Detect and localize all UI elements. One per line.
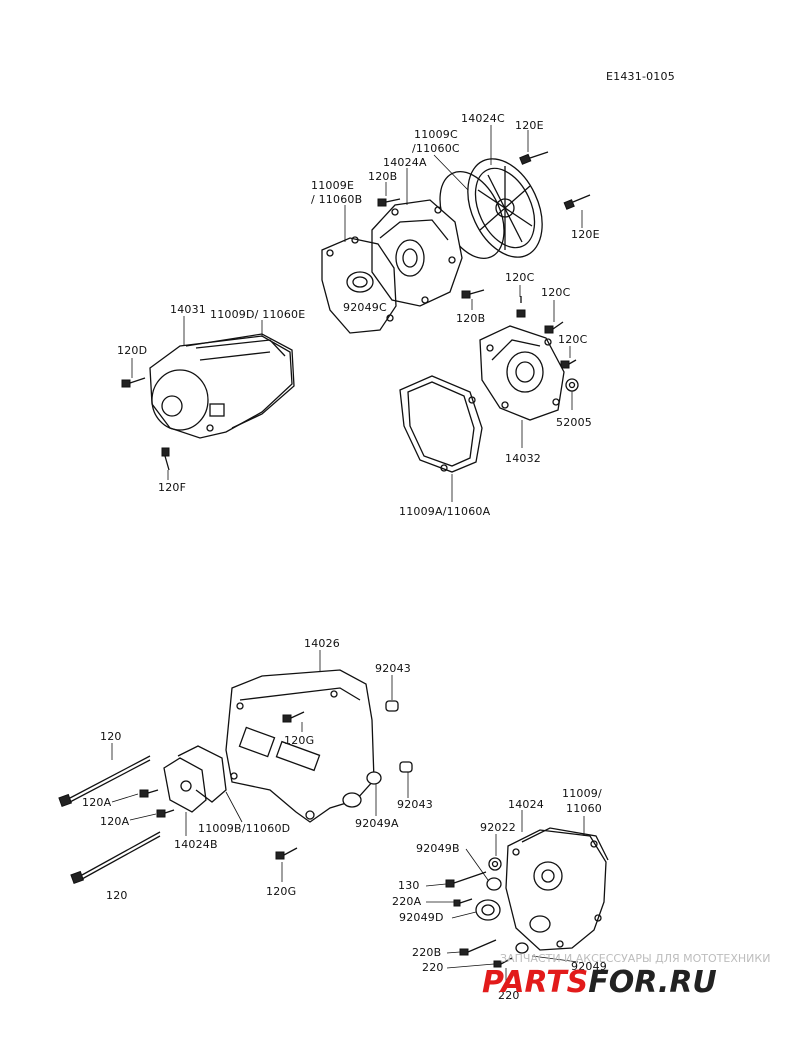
- label-120C-c: 120C: [558, 333, 588, 346]
- bolt-120C-c: [560, 359, 577, 369]
- top-assembly: 14024C 120E 11009C /11060C 14024A 120B 1…: [117, 112, 600, 518]
- diagram-id: E1431-0105: [606, 70, 675, 83]
- bolt-220A: [453, 898, 473, 907]
- bolt-120D: [121, 377, 146, 388]
- gasket-11009B: [177, 745, 227, 803]
- label-92049A: 92049A: [355, 817, 399, 830]
- bolt-220B: [459, 939, 497, 956]
- label-14024: 14024: [508, 798, 544, 811]
- cover-14024C: [467, 158, 543, 258]
- bolt-120B-a: [377, 198, 401, 207]
- bolt-120A-b: [156, 809, 175, 818]
- bolt-120B-b: [461, 289, 485, 299]
- label-120C-a: 120C: [505, 271, 535, 284]
- seal-92049A: [342, 771, 382, 808]
- dowel-92043-b: [399, 761, 413, 773]
- washer-92022: [488, 857, 502, 871]
- label-14032: 14032: [505, 452, 541, 465]
- label-120B-a: 120B: [368, 170, 397, 183]
- label-92043-a: 92043: [375, 662, 411, 675]
- label-120B-b: 120B: [456, 312, 485, 325]
- bolt-120E-a: [519, 151, 549, 165]
- label-92022: 92022: [480, 821, 516, 834]
- label-120A-a: 120A: [82, 796, 112, 809]
- label-11060B: / 11060B: [311, 193, 362, 206]
- label-220A: 220A: [392, 895, 422, 908]
- label-11060: 11060: [566, 802, 602, 815]
- label-14024A: 14024A: [383, 156, 427, 169]
- label-120E-a: 120E: [515, 119, 544, 132]
- gasket-11009: [521, 827, 609, 861]
- label-11060C: /11060C: [412, 142, 460, 155]
- label-120-a: 120: [100, 730, 122, 743]
- label-92049D: 92049D: [399, 911, 444, 924]
- bottom-assembly: 14026 92043 120 120G 120A 92043 120A 110…: [58, 637, 609, 1002]
- seal-92049B: [486, 877, 502, 891]
- label-11009: 11009/: [562, 787, 602, 800]
- label-11009E: 11009E: [311, 179, 354, 192]
- label-92049B: 92049B: [416, 842, 460, 855]
- label-120-b: 120: [106, 889, 128, 902]
- watermark-logo-right: FOR.RU: [588, 965, 717, 1000]
- seal-92049: [515, 942, 529, 954]
- bolt-120-b: [70, 831, 161, 885]
- bolt-120G-b: [275, 847, 298, 860]
- cover-14032: [479, 325, 565, 421]
- bolt-120A-a: [139, 789, 159, 798]
- cover-14026: [225, 669, 375, 823]
- label-11009A: 11009A/11060A: [399, 505, 491, 518]
- label-120A-b: 120A: [100, 815, 130, 828]
- label-11009B: 11009B/11060D: [198, 822, 290, 835]
- dowel-92043-a: [385, 700, 399, 712]
- label-120G-a: 120G: [284, 734, 314, 747]
- label-11009C: 11009C: [414, 128, 458, 141]
- gasket-11009E: [321, 236, 397, 334]
- bolt-130: [445, 871, 487, 888]
- bolt-120G-a: [282, 711, 305, 723]
- cover-14024: [505, 829, 607, 951]
- watermark-logo: PARTSFOR.RU: [482, 965, 717, 1000]
- label-52005: 52005: [556, 416, 592, 429]
- nut-52005: [565, 378, 579, 392]
- bolt-120-a: [58, 755, 151, 808]
- gasket-11009D: [185, 333, 295, 429]
- seal-92049D: [475, 899, 501, 921]
- gasket-11009A: [399, 375, 483, 473]
- bolt-120F: [161, 447, 170, 471]
- label-14026: 14026: [304, 637, 340, 650]
- label-14031: 14031: [170, 303, 206, 316]
- bolt-120C-a: [516, 296, 526, 318]
- label-92049: 92049: [571, 960, 607, 973]
- watermark-caption: ЗАПЧАСТИ И АКСЕССУАРЫ ДЛЯ МОТОТЕХНИКИ: [500, 952, 770, 965]
- label-92043-b: 92043: [397, 798, 433, 811]
- cover-14024A: [371, 199, 463, 307]
- label-220B: 220B: [412, 946, 441, 959]
- bolt-120C-b: [544, 321, 564, 334]
- label-120F: 120F: [158, 481, 186, 494]
- label-11009D: 11009D/ 11060E: [210, 308, 305, 321]
- label-120G-b: 120G: [266, 885, 296, 898]
- bolt-120E-b: [563, 194, 591, 210]
- label-14024C: 14024C: [461, 112, 505, 125]
- watermark-logo-left: PARTS: [482, 965, 588, 1000]
- label-220: 220: [422, 961, 444, 974]
- label-120D: 120D: [117, 344, 147, 357]
- cover-14031: [149, 335, 293, 439]
- label-92049C: 92049C: [343, 301, 387, 314]
- label-14024B: 14024B: [174, 838, 218, 851]
- label-130: 130: [398, 879, 420, 892]
- oil-seal-92049C: [346, 271, 374, 293]
- cover-14024B: [163, 757, 207, 813]
- label-120C-b: 120C: [541, 286, 571, 299]
- label-120E-b: 120E: [571, 228, 600, 241]
- watermark: ЗАПЧАСТИ И АКСЕССУАРЫ ДЛЯ МОТОТЕХНИКИ PA…: [482, 952, 770, 1000]
- label-220-b: 220: [498, 989, 520, 1002]
